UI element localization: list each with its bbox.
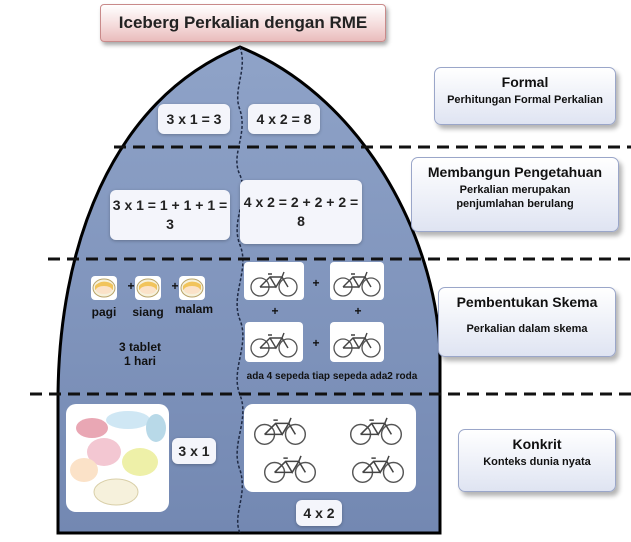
bicycles-photo [244, 404, 416, 492]
building-right-equation: 4 x 2 = 2 + 2 + 2 = 8 [240, 180, 362, 244]
pill-label-siang: siang [132, 305, 164, 319]
card-formal-subtitle: Perhitungan Formal Perkalian [447, 94, 603, 106]
bicycle-icon [330, 322, 384, 362]
card-building-heading: Membangun Pengetahuan [427, 164, 603, 180]
pill-icon [135, 276, 161, 300]
card-schema-heading: Pembentukan Skema [456, 294, 598, 310]
pill-label-malam: malam [174, 302, 214, 316]
card-schema: Pembentukan Skema Perkalian dalam skema [438, 287, 616, 357]
card-concrete-heading: Konkrit [512, 436, 562, 452]
card-concrete: Konkrit Konteks dunia nyata [458, 429, 616, 492]
tablet-note: 3 tablet 1 hari [118, 340, 161, 368]
pill-label-pagi: pagi [91, 305, 117, 319]
plus-sign: + [127, 279, 135, 293]
plus-sign: + [312, 276, 320, 290]
bicycle-icon [244, 262, 304, 300]
building-left-equation: 3 x 1 = 1 + 1 + 1 = 3 [110, 190, 230, 240]
pills-photo [66, 404, 169, 512]
formal-right-equation: 4 x 2 = 8 [248, 104, 320, 134]
bike-note: ada 4 sepeda tiap sepeda ada2 roda [246, 371, 418, 382]
card-formal: Formal Perhitungan Formal Perkalian [434, 67, 616, 125]
card-formal-heading: Formal [501, 74, 549, 90]
concrete-left-equation: 3 x 1 [172, 438, 216, 464]
concrete-right-equation: 4 x 2 [296, 500, 342, 526]
bicycle-icon [330, 262, 384, 300]
plus-sign: + [354, 304, 362, 318]
card-concrete-subtitle: Konteks dunia nyata [483, 456, 591, 468]
iceberg-divider [236, 46, 244, 534]
plus-sign: + [312, 336, 320, 350]
pill-icon [179, 276, 205, 300]
card-building-subtitle: Perkalian merupakan penjumlahan berulang [456, 184, 574, 210]
formal-left-equation: 3 x 1 = 3 [158, 104, 230, 134]
page-title: Iceberg Perkalian dengan RME [100, 4, 386, 42]
bicycle-icon [245, 322, 303, 362]
card-building: Membangun Pengetahuan Perkalian merupaka… [411, 157, 619, 232]
card-schema-subtitle: Perkalian dalam skema [466, 323, 588, 335]
pill-icon [91, 276, 117, 300]
plus-sign: + [171, 279, 179, 293]
plus-sign: + [271, 304, 279, 318]
